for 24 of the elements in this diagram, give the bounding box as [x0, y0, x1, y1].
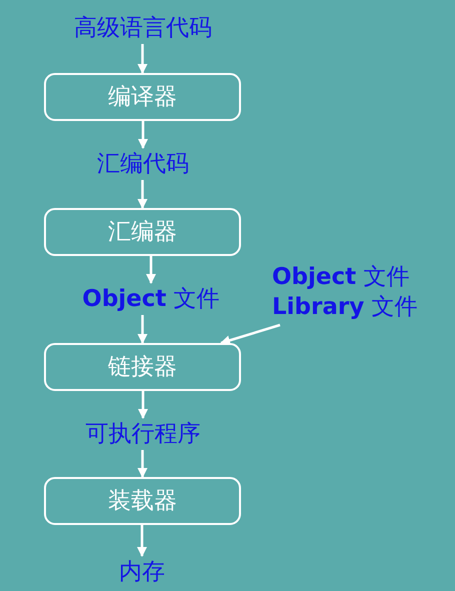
arrow [146, 256, 156, 284]
process-box [44, 208, 241, 256]
arrow [138, 315, 148, 344]
arrow [220, 324, 280, 346]
process-box [44, 73, 241, 121]
arrow [138, 121, 148, 149]
flow-label: 可执行程序 [86, 420, 200, 449]
flow-label: Object 文件 [82, 285, 220, 314]
arrow [137, 525, 147, 557]
flow-label: Library 文件 [272, 293, 418, 322]
flow-label: 汇编代码 [97, 150, 189, 179]
arrow [138, 450, 148, 478]
flow-label: Object 文件 [272, 263, 410, 292]
process-box [44, 343, 241, 391]
arrow [138, 391, 148, 419]
arrow [138, 180, 148, 209]
process-label: 装载器 [108, 487, 177, 516]
process-label: 编译器 [108, 83, 177, 112]
flow-label: 高级语言代码 [74, 14, 212, 43]
process-label: 汇编器 [108, 218, 177, 247]
process-box [44, 477, 241, 525]
process-label: 链接器 [108, 353, 177, 382]
flow-label: 内存 [119, 558, 165, 587]
arrow [138, 44, 148, 74]
